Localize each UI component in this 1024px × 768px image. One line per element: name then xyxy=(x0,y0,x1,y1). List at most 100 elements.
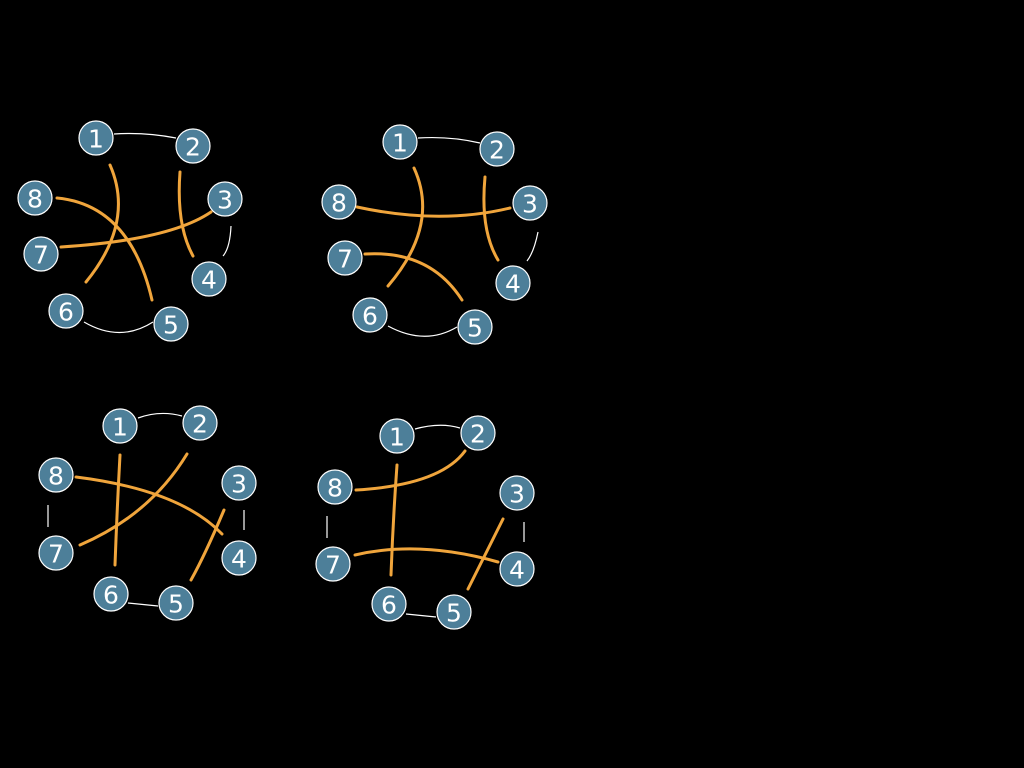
node-5: 5 xyxy=(436,594,472,630)
node-circle-8 xyxy=(321,184,357,220)
node-circle-1 xyxy=(78,120,114,156)
node-circle-7 xyxy=(23,236,59,272)
node-label-8: 8 xyxy=(327,474,343,503)
node-label-8: 8 xyxy=(27,185,43,214)
node-8: 8 xyxy=(321,184,357,220)
node-circle-3 xyxy=(207,181,243,217)
node-label-5: 5 xyxy=(163,311,179,340)
node-circle-2 xyxy=(479,131,515,167)
node-label-1: 1 xyxy=(112,413,128,442)
node-label-3: 3 xyxy=(231,470,247,499)
node-circle-7 xyxy=(327,240,363,276)
orange-link-1-6 xyxy=(84,163,120,284)
node-6: 6 xyxy=(352,297,388,333)
node-label-8: 8 xyxy=(48,462,64,491)
orange-link-7-4 xyxy=(353,547,500,564)
node-circle-3 xyxy=(512,185,548,221)
orange-link-1-6 xyxy=(386,166,425,288)
node-circle-1 xyxy=(379,418,415,454)
node-label-7: 7 xyxy=(325,551,341,580)
node-label-2: 2 xyxy=(489,136,505,165)
node-3: 3 xyxy=(512,185,548,221)
node-label-3: 3 xyxy=(217,186,233,215)
node-circle-8 xyxy=(38,457,74,493)
white-link-5-6 xyxy=(83,321,154,333)
orange-link-3-7 xyxy=(59,210,213,249)
node-8: 8 xyxy=(38,457,74,493)
node-label-1: 1 xyxy=(392,129,408,158)
node-circle-2 xyxy=(175,128,211,164)
white-link-1-2 xyxy=(137,412,183,419)
node-1: 1 xyxy=(379,418,415,454)
node-label-3: 3 xyxy=(522,190,538,219)
node-circle-6 xyxy=(371,586,407,622)
node-circle-1 xyxy=(102,408,138,444)
node-5: 5 xyxy=(457,309,493,345)
node-5: 5 xyxy=(158,585,194,621)
node-1: 1 xyxy=(102,408,138,444)
node-circle-3 xyxy=(499,475,535,511)
orange-link-2-4 xyxy=(177,170,195,258)
node-8: 8 xyxy=(17,180,53,216)
node-4: 4 xyxy=(221,540,257,576)
node-circle-6 xyxy=(352,297,388,333)
node-circle-4 xyxy=(499,551,535,587)
node-circle-1 xyxy=(382,124,418,160)
node-2: 2 xyxy=(182,405,218,441)
orange-link-1-6 xyxy=(389,463,399,577)
orange-link-3-5 xyxy=(189,508,226,582)
node-label-2: 2 xyxy=(185,133,201,162)
white-link-5-6 xyxy=(405,613,437,618)
node-3: 3 xyxy=(499,475,535,511)
node-circle-6 xyxy=(93,576,129,612)
node-label-8: 8 xyxy=(331,189,347,218)
node-circle-4 xyxy=(221,540,257,576)
orange-link-8-3 xyxy=(355,205,512,218)
node-label-4: 4 xyxy=(231,545,247,574)
orange-link-8-5 xyxy=(55,196,154,302)
orange-link-8-4 xyxy=(74,475,224,536)
node-circle-8 xyxy=(317,469,353,505)
node-2: 2 xyxy=(460,415,496,451)
node-circle-5 xyxy=(457,309,493,345)
white-link-3-4 xyxy=(222,225,232,257)
node-1: 1 xyxy=(382,124,418,160)
node-circle-4 xyxy=(191,261,227,297)
node-7: 7 xyxy=(38,535,74,571)
node-label-6: 6 xyxy=(381,591,397,620)
white-link-1-2 xyxy=(417,136,481,144)
node-4: 4 xyxy=(499,551,535,587)
node-circle-6 xyxy=(48,293,84,329)
node-7: 7 xyxy=(327,240,363,276)
node-label-1: 1 xyxy=(88,125,104,154)
node-label-6: 6 xyxy=(362,302,378,331)
node-label-5: 5 xyxy=(446,599,462,628)
node-circle-8 xyxy=(17,180,53,216)
white-link-1-2 xyxy=(414,424,461,430)
node-circle-5 xyxy=(436,594,472,630)
node-3: 3 xyxy=(221,465,257,501)
node-label-6: 6 xyxy=(103,581,119,610)
white-link-1-2 xyxy=(113,132,177,139)
node-circle-2 xyxy=(182,405,218,441)
node-circle-7 xyxy=(315,546,351,582)
node-circle-3 xyxy=(221,465,257,501)
node-circle-7 xyxy=(38,535,74,571)
node-5: 5 xyxy=(153,306,189,342)
node-3: 3 xyxy=(207,181,243,217)
orange-link-3-5 xyxy=(466,517,505,591)
node-circle-5 xyxy=(153,306,189,342)
orange-link-7-5 xyxy=(363,252,464,302)
node-circle-4 xyxy=(495,265,531,301)
node-label-3: 3 xyxy=(509,480,525,509)
node-label-6: 6 xyxy=(58,298,74,327)
node-circle-2 xyxy=(460,415,496,451)
white-link-5-6 xyxy=(127,602,159,607)
orange-link-2-7 xyxy=(78,452,189,547)
node-label-7: 7 xyxy=(337,245,353,274)
